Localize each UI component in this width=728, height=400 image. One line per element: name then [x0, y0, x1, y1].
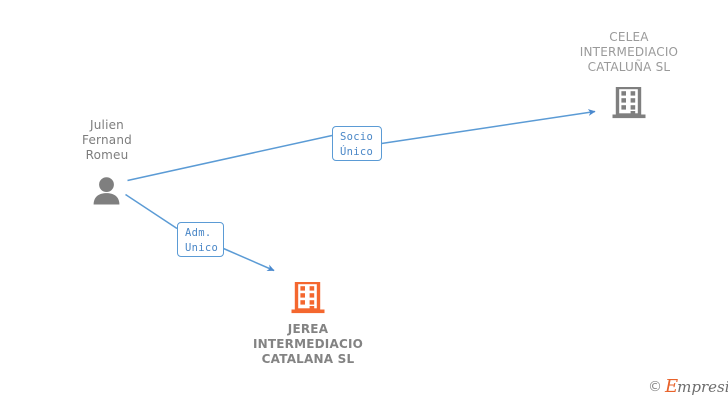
watermark-brand-rest: mpresia: [677, 377, 728, 396]
jerea-building-icon[interactable]: [291, 280, 325, 314]
relation-label-socio-unico[interactable]: Socio Único: [332, 126, 382, 161]
edge-socio-label-to-celea: [381, 109, 596, 145]
jerea-node-label: JEREA INTERMEDIACIO CATALANA SL: [252, 322, 364, 366]
watermark-brand-initial: E: [665, 376, 679, 397]
edge-person-to-adm-label: [125, 193, 178, 230]
edge-person-to-socio-label: [127, 134, 333, 182]
edge-adm-label-to-jerea: [223, 247, 275, 272]
celea-node-label: CELEA INTERMEDIACIO CATALUÑA SL: [579, 30, 679, 74]
watermark: © E mpresia: [648, 376, 728, 398]
celea-building-icon[interactable]: [612, 85, 646, 119]
relation-label-adm-unico[interactable]: Adm. Unico: [177, 222, 224, 257]
person-icon[interactable]: [92, 176, 121, 205]
copyright-icon: ©: [648, 379, 662, 395]
person-node-label: Julien Fernand Romeu: [82, 118, 132, 162]
